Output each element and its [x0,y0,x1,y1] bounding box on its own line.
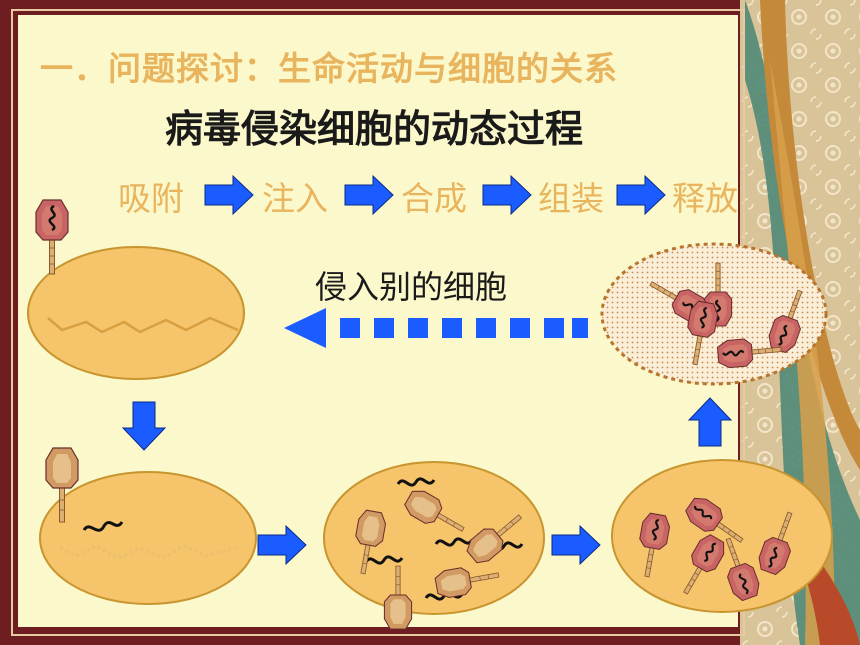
step-label-release: 释放 [672,179,738,218]
cell-assembly [611,459,833,613]
step-label-assembly: 组装 [538,179,604,218]
step-arrow-3 [482,175,532,215]
step-label-adsorption: 吸附 [118,179,184,218]
reinvade-arrow [284,308,588,348]
step-arrow-1 [204,175,254,215]
virus-attached [34,198,70,276]
step-label-injection: 注入 [262,179,328,218]
flow-arrow-2-3 [257,525,307,565]
step-arrow-2 [344,175,394,215]
flow-arrow-up [688,397,732,447]
step-arrow-4 [616,175,666,215]
slide-title: 一．问题探讨：生命活动与细胞的关系 [40,49,618,88]
cell-adsorption [27,198,245,380]
reinvade-label: 侵入别的细胞 [315,268,508,306]
flow-arrow-3-4 [551,525,601,565]
step-label-synthesis: 合成 [401,179,467,218]
slide-subtitle: 病毒侵染细胞的动态过程 [165,107,584,151]
cell-release [600,242,828,386]
cell-injection [39,447,257,605]
cell-synthesis [323,461,545,630]
flow-arrow-down [122,401,166,451]
